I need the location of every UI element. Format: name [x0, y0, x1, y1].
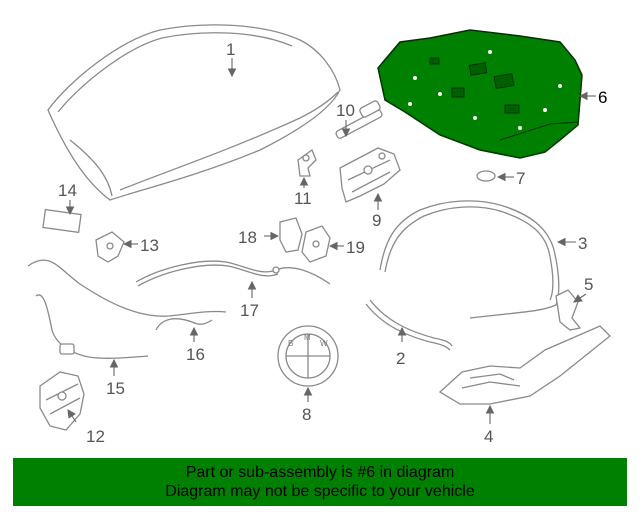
callout-19: 19 — [346, 238, 365, 257]
callout-2: 2 — [396, 349, 405, 368]
hood-hinge[interactable] — [339, 147, 401, 203]
banner-line-2: Diagram may not be specific to your vehi… — [165, 483, 475, 500]
underbody-panel[interactable] — [438, 325, 611, 405]
lock-bracket[interactable] — [95, 231, 125, 263]
callout-4: 4 — [484, 427, 493, 446]
callout-13: 13 — [140, 236, 159, 255]
bmw-emblem[interactable]: B M W — [277, 325, 339, 387]
release-handle[interactable] — [301, 225, 331, 263]
callout-14: 14 — [58, 181, 77, 200]
callout-5: 5 — [584, 275, 593, 294]
seal-strip[interactable] — [365, 299, 453, 351]
hood-seal[interactable] — [379, 200, 560, 319]
info-banner: Part or sub-assembly is #6 in diagram Di… — [13, 458, 627, 506]
release-cable-17[interactable] — [135, 260, 331, 287]
callout-9: 9 — [372, 211, 381, 230]
release-cable-15[interactable] — [35, 294, 149, 359]
support-piece[interactable] — [279, 217, 303, 253]
callout-15: 15 — [106, 379, 125, 398]
callout-1: 1 — [226, 40, 235, 59]
emblem-letter-b: B — [288, 339, 293, 348]
hood-label[interactable] — [42, 208, 82, 234]
splash-shield-part-6[interactable] — [377, 29, 583, 159]
side-bracket[interactable] — [555, 289, 582, 331]
callout-6: 6 — [598, 88, 607, 107]
callout-12: 12 — [86, 427, 105, 446]
emblem-letter-w: W — [320, 339, 328, 348]
callout-10: 10 — [336, 101, 355, 120]
release-cable-16[interactable] — [27, 259, 227, 331]
splash-shield-fill — [377, 29, 583, 159]
hood-panel[interactable] — [47, 24, 341, 201]
callout-7: 7 — [516, 169, 525, 188]
callout-17: 17 — [240, 301, 259, 320]
banner-line-1: Part or sub-assembly is #6 in diagram — [185, 464, 455, 481]
callout-3: 3 — [578, 234, 587, 253]
emblem-letter-m: M — [304, 333, 311, 342]
callout-8: 8 — [302, 405, 311, 424]
callout-11: 11 — [294, 189, 312, 208]
hood-lock[interactable] — [39, 371, 85, 431]
grommet[interactable] — [476, 170, 496, 182]
callout-18: 18 — [238, 228, 257, 247]
strut-bracket[interactable] — [297, 148, 317, 177]
callout-16: 16 — [186, 345, 205, 364]
parts-diagram: 1 6 10 11 — [27, 24, 611, 446]
